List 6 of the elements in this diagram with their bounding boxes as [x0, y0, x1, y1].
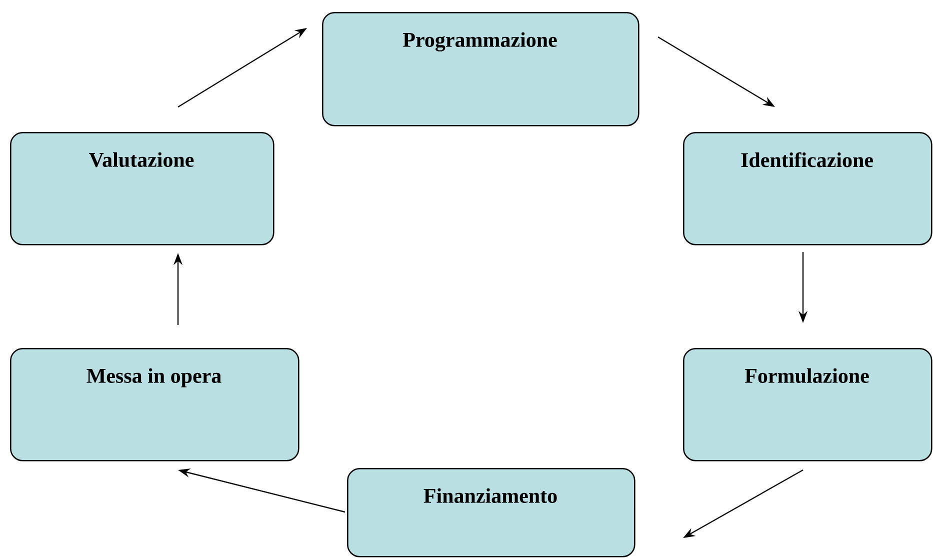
process-box: Formulazione — [683, 348, 932, 462]
process-box: Identificazione — [683, 132, 932, 246]
process-box: Finanziamento — [347, 468, 636, 558]
process-box: Programmazione — [322, 12, 640, 126]
process-box: Messa in opera — [10, 348, 300, 462]
process-box: Valutazione — [10, 132, 274, 246]
